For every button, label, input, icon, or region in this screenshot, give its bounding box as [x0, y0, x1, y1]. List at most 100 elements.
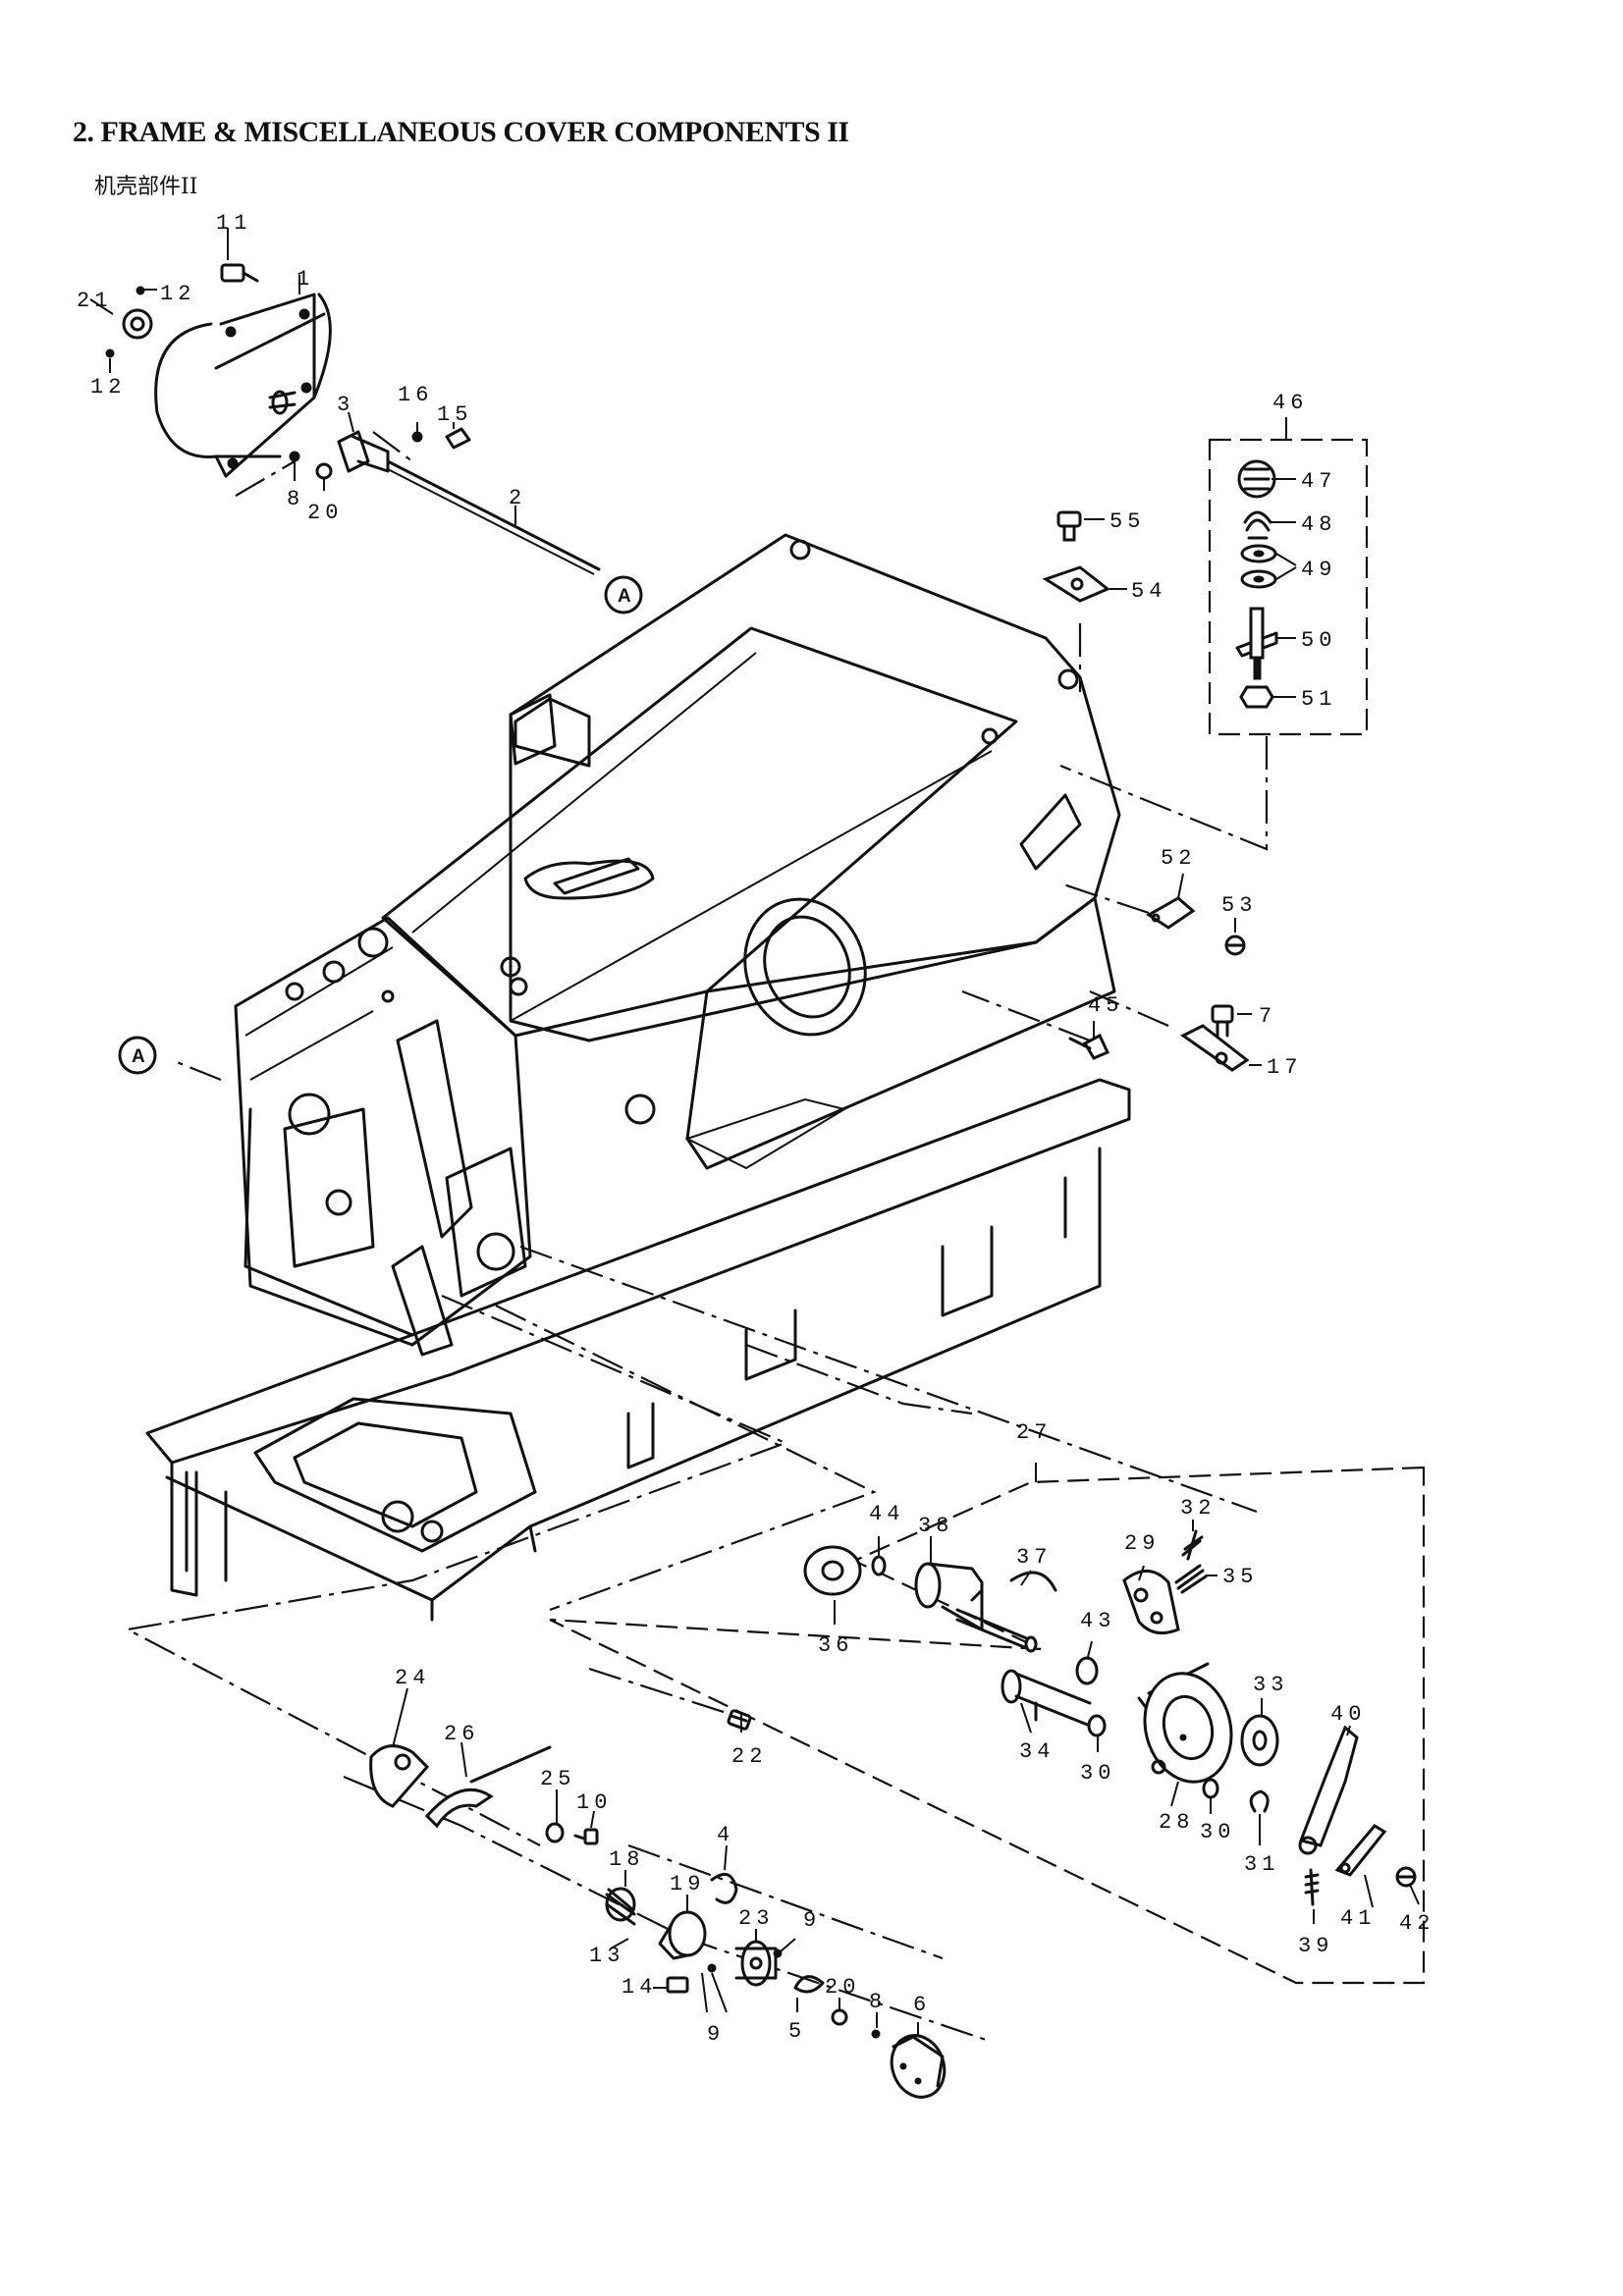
stud-part-50 — [1235, 607, 1278, 680]
label-51: 51 — [1301, 687, 1336, 712]
pin-part-44 — [871, 1555, 887, 1576]
label-24: 24 — [395, 1666, 430, 1690]
label-13: 13 — [589, 1944, 624, 1968]
label-18: 18 — [609, 1847, 644, 1872]
machine-frame — [145, 533, 1131, 1622]
washer-part-36 — [803, 1545, 862, 1596]
spring-part-35 — [1174, 1564, 1208, 1594]
label-32: 32 — [1180, 1496, 1216, 1521]
label-30b: 30 — [1200, 1820, 1235, 1844]
label-43: 43 — [1080, 1609, 1115, 1633]
label-3: 3 — [337, 393, 354, 417]
cam-part-23 — [707, 1940, 783, 1987]
spring-part-37 — [1009, 1571, 1057, 1592]
guide-lines — [124, 431, 1269, 2044]
screw-part-11 — [220, 263, 259, 283]
label-48: 48 — [1301, 512, 1336, 537]
label-7: 7 — [1259, 1004, 1276, 1029]
label-42: 42 — [1399, 1911, 1434, 1936]
connector-a-top — [604, 575, 643, 614]
label-20b: 20 — [825, 1975, 860, 2000]
rod-part-2 — [386, 459, 601, 575]
disc-part-33 — [1240, 1714, 1279, 1767]
label-54: 54 — [1131, 579, 1166, 604]
label-37: 37 — [1016, 1545, 1052, 1570]
shaft-part-34 — [1001, 1669, 1092, 1728]
label-36: 36 — [818, 1633, 853, 1658]
label-53: 53 — [1221, 893, 1257, 918]
group-box-46 — [1208, 417, 1369, 736]
connector-label-a-top: A — [618, 586, 631, 607]
label-9b: 9 — [707, 2022, 725, 2047]
label-12b: 12 — [90, 375, 126, 400]
label-16: 16 — [398, 383, 433, 407]
label-11: 11 — [216, 211, 251, 236]
label-45: 45 — [1088, 993, 1123, 1018]
clip-part-5 — [793, 1975, 825, 1994]
label-39: 39 — [1298, 1934, 1333, 1958]
label-27: 27 — [1016, 1420, 1052, 1445]
label-25: 25 — [540, 1767, 575, 1791]
label-35: 35 — [1222, 1565, 1258, 1589]
group-box-27 — [549, 1463, 1426, 1985]
spring-part-32 — [1181, 1529, 1204, 1561]
label-30a: 30 — [1080, 1761, 1115, 1786]
ring-part-31 — [1249, 1789, 1270, 1813]
leader-lines — [89, 228, 1420, 2037]
screw-part-39 — [1304, 1868, 1320, 1906]
label-5: 5 — [788, 2019, 806, 2044]
label-55: 55 — [1109, 509, 1145, 534]
label-33: 33 — [1253, 1673, 1288, 1697]
screw-part-10 — [573, 1828, 599, 1845]
label-14: 14 — [622, 1975, 657, 2000]
tension-knob-part-47 — [1237, 459, 1276, 499]
plate-part-24 — [369, 1744, 430, 1808]
label-29: 29 — [1124, 1531, 1160, 1556]
label-21: 21 — [77, 289, 112, 313]
bracket-part-17 — [1180, 1024, 1250, 1072]
label-50: 50 — [1301, 628, 1336, 653]
ring-part-4 — [710, 1872, 738, 1904]
spring-part-48 — [1243, 510, 1272, 540]
screw-part-55 — [1056, 510, 1082, 542]
label-8b: 8 — [869, 1990, 887, 2014]
shaft-part-38 — [914, 1562, 1038, 1653]
label-28: 28 — [1159, 1810, 1194, 1835]
label-20a: 20 — [307, 501, 343, 525]
label-49: 49 — [1301, 558, 1336, 582]
label-19: 19 — [670, 1872, 705, 1896]
label-31: 31 — [1244, 1852, 1279, 1877]
cam-part-6 — [890, 2034, 947, 2099]
washer-part-25 — [545, 1822, 565, 1843]
label-12a: 12 — [160, 282, 195, 306]
housing-part-28 — [1137, 1662, 1233, 1784]
screw-part-7 — [1211, 1004, 1234, 1038]
plate-part-29 — [1122, 1570, 1180, 1635]
connector-a-left — [118, 1036, 157, 1075]
label-8a: 8 — [287, 487, 304, 511]
lever-part-40 — [1298, 1725, 1359, 1855]
screw-part-42 — [1395, 1866, 1417, 1888]
screw-part-53 — [1224, 934, 1246, 956]
nut-part-20 — [831, 2008, 881, 2039]
discs-part-49 — [1240, 544, 1277, 589]
label-2: 2 — [509, 486, 526, 510]
label-23: 23 — [738, 1906, 774, 1931]
label-17: 17 — [1267, 1055, 1302, 1080]
label-15: 15 — [437, 402, 472, 427]
label-41: 41 — [1340, 1906, 1376, 1931]
label-1: 1 — [297, 267, 314, 292]
label-52: 52 — [1161, 846, 1196, 871]
label-38: 38 — [918, 1514, 953, 1538]
nut-part-51 — [1239, 685, 1274, 709]
guard-part-26 — [424, 1745, 552, 1829]
plate-part-52 — [1146, 896, 1196, 930]
label-47: 47 — [1301, 469, 1336, 494]
spring-part-18 — [605, 1887, 636, 1926]
nut-part-21 — [105, 286, 153, 358]
label-26: 26 — [444, 1722, 479, 1746]
motor-part-1 — [154, 293, 332, 478]
label-10: 10 — [576, 1790, 612, 1815]
washer-part-43 — [1075, 1656, 1099, 1685]
